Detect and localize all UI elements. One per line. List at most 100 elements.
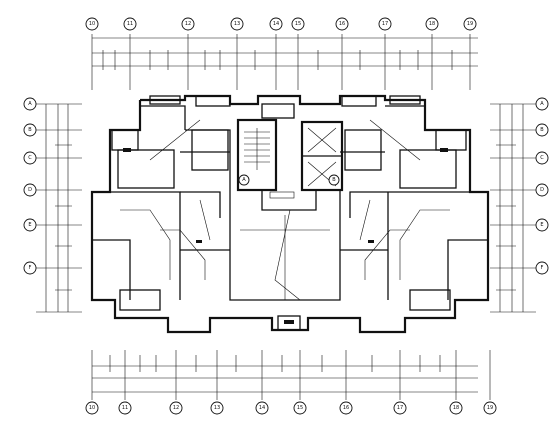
bottom-axis-marker-circle — [449, 401, 463, 415]
top-axis-marker-label: 17 — [382, 21, 388, 27]
bottom-axis-marker-label: 13 — [214, 405, 220, 411]
bottom-axis-markers: 10 11 12 13 14 15 16 17 18 19 — [85, 401, 497, 415]
top-axis-marker-circle — [230, 17, 244, 31]
bottom-axis-marker: 11 — [118, 401, 132, 415]
bottom-axis-marker-circle — [210, 401, 224, 415]
bottom-axis-marker-circle — [339, 401, 353, 415]
right-axis-marker-label: C — [540, 155, 544, 161]
right-axis-markers: A B C D E F — [535, 97, 549, 275]
bottom-dimension-chain — [91, 350, 491, 400]
right-axis-marker: F — [535, 261, 549, 275]
bottom-axis-marker: 13 — [210, 401, 224, 415]
top-axis-marker-circle — [123, 17, 137, 31]
top-axis-marker: 11 — [123, 17, 137, 31]
bottom-axis-marker-label: 11 — [122, 405, 128, 411]
right-axis-marker-label: B — [540, 127, 544, 133]
left-axis-marker: D — [23, 183, 37, 197]
top-axis-marker-label: 13 — [234, 21, 240, 27]
bottom-axis-marker-label: 10 — [89, 405, 95, 411]
center-axis-marker: B — [328, 174, 340, 186]
bottom-axis-marker-label: 18 — [453, 405, 459, 411]
left-axis-marker: F — [23, 261, 37, 275]
top-axis-marker: 13 — [230, 17, 244, 31]
right-axis-marker-circle — [535, 151, 549, 165]
top-axis-marker: 12 — [181, 17, 195, 31]
right-axis-marker-circle — [535, 261, 549, 275]
top-axis-marker-circle — [291, 17, 305, 31]
top-axis-marker-label: 11 — [127, 21, 133, 27]
left-axis-marker-label: F — [29, 265, 32, 271]
fixture-symbols — [123, 148, 448, 324]
bottom-axis-marker-label: 14 — [259, 405, 265, 411]
top-axis-marker-circle — [335, 17, 349, 31]
right-axis-marker: C — [535, 151, 549, 165]
bottom-axis-marker: 14 — [255, 401, 269, 415]
bottom-axis-marker-label: 16 — [343, 405, 349, 411]
left-axis-marker-label: B — [28, 127, 32, 133]
center-axis-marker: A — [238, 174, 250, 186]
right-axis-marker-label: A — [540, 101, 544, 107]
top-axis-marker-circle — [378, 17, 392, 31]
right-axis-marker: A — [535, 97, 549, 111]
bottom-axis-marker: 15 — [293, 401, 307, 415]
top-axis-marker-circle — [269, 17, 283, 31]
electrical-wiring — [120, 119, 450, 301]
top-axis-marker-circle — [181, 17, 195, 31]
left-axis-marker: E — [23, 218, 37, 232]
center-axis-marker-circle — [238, 174, 250, 186]
center-axis-marker-circle — [328, 174, 340, 186]
top-axis-marker: 17 — [378, 17, 392, 31]
bottom-axis-marker-circle — [255, 401, 269, 415]
right-axis-marker: D — [535, 183, 549, 197]
top-axis-markers: 10 11 12 13 14 15 16 17 18 19 — [85, 17, 477, 31]
left-axis-marker: C — [23, 151, 37, 165]
left-axis-marker-circle — [23, 123, 37, 137]
left-axis-marker-label: D — [28, 187, 32, 193]
top-axis-marker-label: 12 — [185, 21, 191, 27]
right-axis-marker-label: F — [541, 265, 544, 271]
top-axis-marker: 18 — [425, 17, 439, 31]
building-walls — [90, 94, 490, 334]
left-axis-marker-label: A — [28, 101, 32, 107]
bottom-axis-marker-circle — [293, 401, 307, 415]
bottom-axis-marker: 19 — [483, 401, 497, 415]
left-axis-marker-circle — [23, 183, 37, 197]
right-axis-marker: E — [535, 218, 549, 232]
top-axis-marker: 19 — [463, 17, 477, 31]
bottom-axis-marker: 18 — [449, 401, 463, 415]
left-axis-marker-label: C — [28, 155, 32, 161]
top-axis-marker-label: 14 — [273, 21, 279, 27]
left-axis-marker-label: E — [28, 222, 31, 228]
right-axis-marker-circle — [535, 97, 549, 111]
left-axis-marker: B — [23, 123, 37, 137]
left-axis-marker-circle — [23, 218, 37, 232]
left-axis-marker-circle — [23, 151, 37, 165]
left-axis-markers: A B C D E F — [23, 97, 37, 275]
top-axis-marker-circle — [463, 17, 477, 31]
top-axis-marker: 16 — [335, 17, 349, 31]
top-axis-marker-label: 19 — [467, 21, 473, 27]
top-axis-marker: 15 — [291, 17, 305, 31]
top-axis-marker: 14 — [269, 17, 283, 31]
right-axis-marker-circle — [535, 218, 549, 232]
bottom-axis-marker-label: 15 — [297, 405, 303, 411]
right-axis-marker-circle — [535, 183, 549, 197]
bottom-axis-marker-label: 12 — [173, 405, 179, 411]
top-axis-marker-label: 18 — [429, 21, 435, 27]
bottom-axis-marker: 17 — [393, 401, 407, 415]
right-dimension-chain — [490, 103, 536, 313]
top-axis-marker-label: 10 — [89, 21, 95, 27]
right-axis-marker-circle — [535, 123, 549, 137]
left-dimension-chain — [36, 103, 82, 313]
bottom-axis-marker: 10 — [85, 401, 99, 415]
center-axis-marker-label: B — [332, 177, 336, 183]
left-axis-marker-circle — [23, 97, 37, 111]
bottom-axis-marker-circle — [85, 401, 99, 415]
left-axis-marker: A — [23, 97, 37, 111]
right-axis-marker-label: E — [540, 222, 543, 228]
left-axis-marker-circle — [23, 261, 37, 275]
bottom-axis-marker-circle — [483, 401, 497, 415]
bottom-axis-marker-circle — [118, 401, 132, 415]
